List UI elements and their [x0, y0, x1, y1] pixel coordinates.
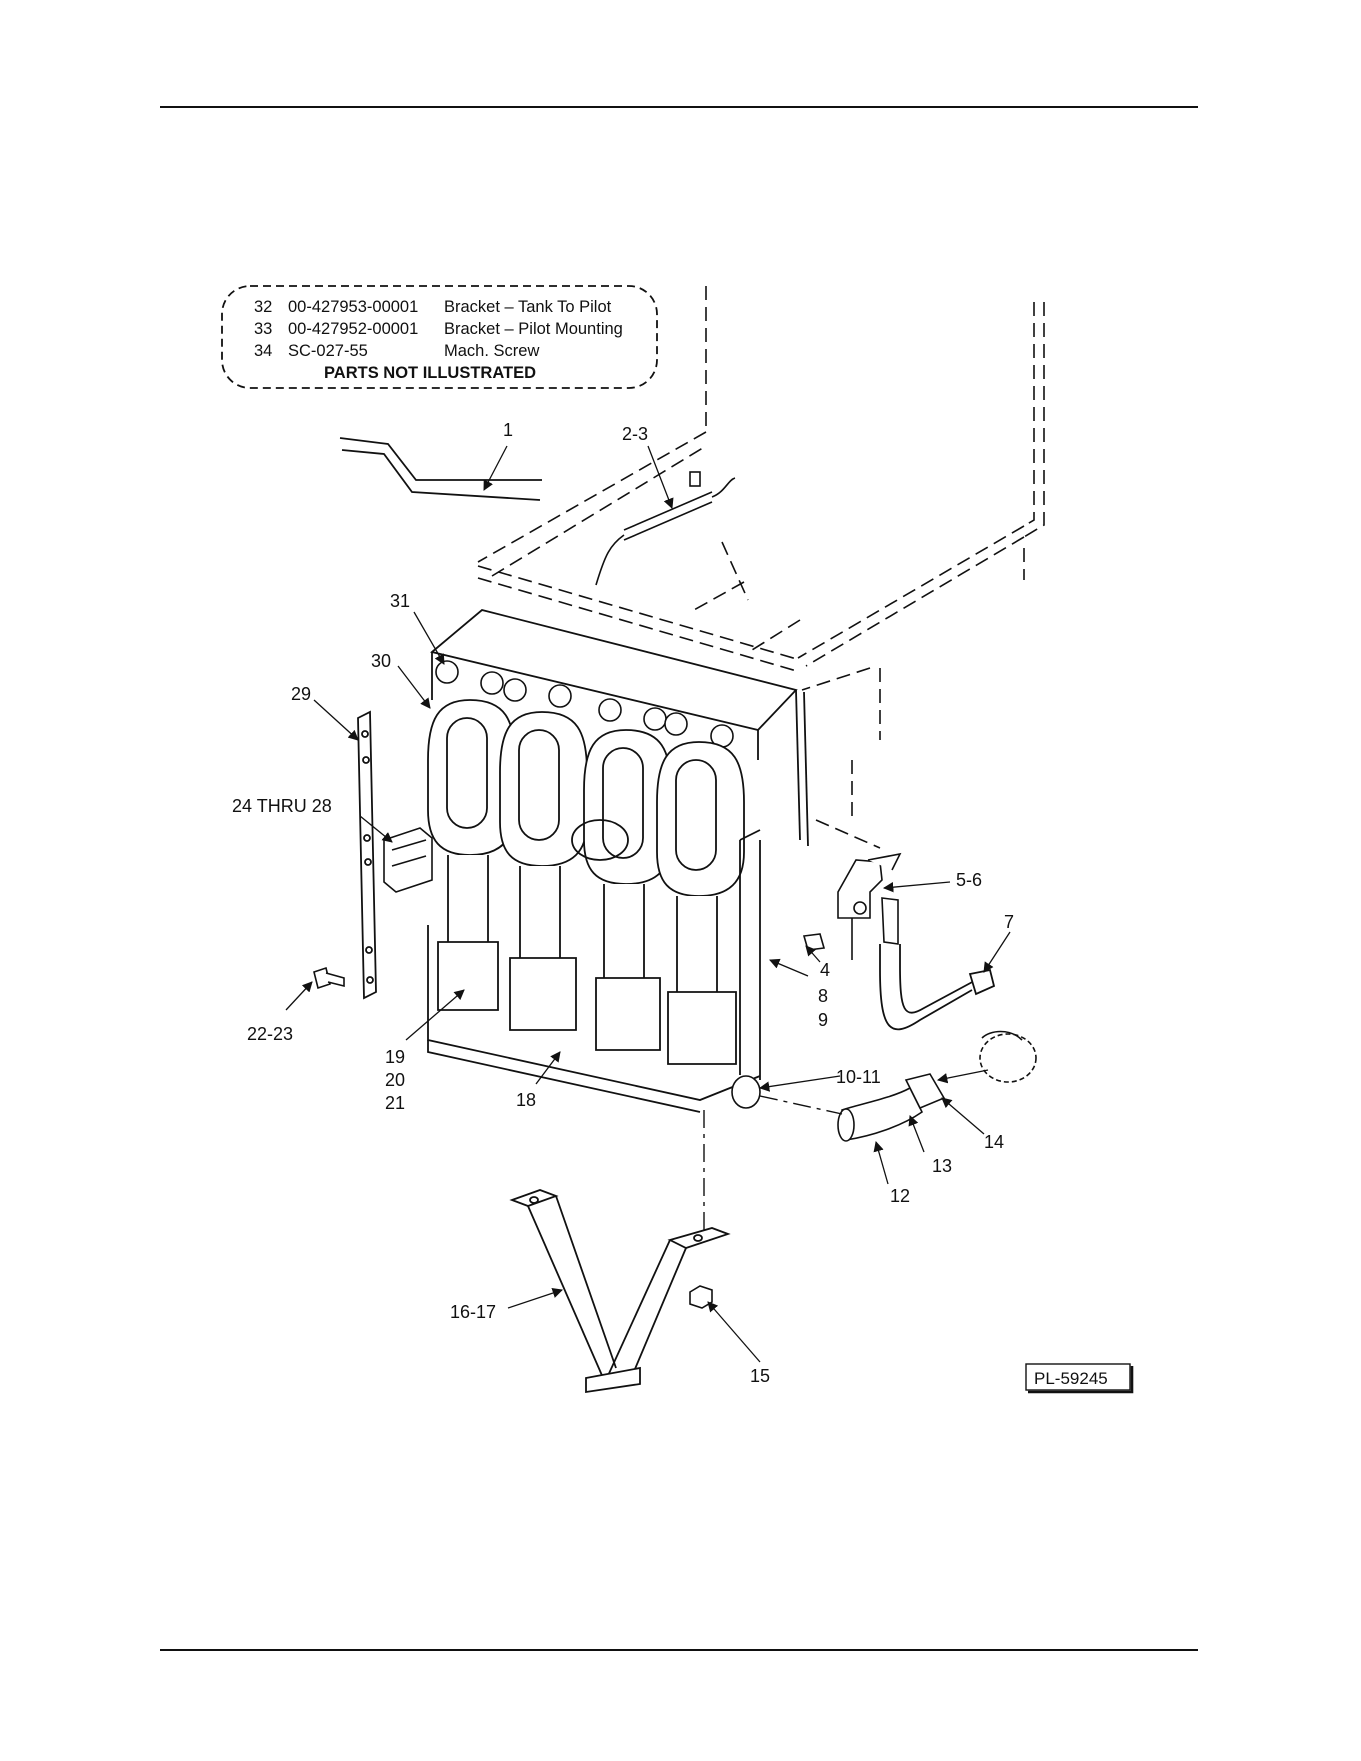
pipe-fittings [732, 1032, 1036, 1142]
junction-box [384, 828, 432, 892]
note-heading: PARTS NOT ILLUSTRATED [324, 364, 536, 382]
callout-24-thru-28: 24 THRU 28 [232, 796, 332, 816]
callout-5-6: 5-6 [956, 870, 982, 890]
callout-14: 14 [984, 1132, 1004, 1152]
hex-nut [690, 1286, 712, 1308]
note-desc-33: Bracket – Pilot Mounting [444, 320, 623, 338]
callout-10-11: 10-11 [836, 1067, 881, 1087]
figure-ref-label: PL-59245 [1034, 1369, 1108, 1388]
side-bracket [358, 712, 376, 998]
callout-16-17: 16-17 [450, 1302, 496, 1322]
pilot-valve [804, 854, 900, 960]
note-desc-32: Bracket – Tank To Pilot [444, 298, 612, 316]
callout-9: 9 [818, 1010, 828, 1030]
callout-21: 21 [385, 1093, 405, 1113]
note-item-33: 33 [254, 320, 272, 338]
burners [428, 700, 744, 1064]
note-desc-34: Mach. Screw [444, 342, 539, 360]
callout-2-3: 2-3 [622, 424, 648, 444]
note-part-33: 00-427952-00001 [288, 320, 418, 338]
callout-18: 18 [516, 1090, 536, 1110]
callout-8: 8 [818, 986, 828, 1006]
callout-31: 31 [390, 591, 410, 611]
callout-15: 15 [750, 1366, 770, 1386]
pipe-centerline [760, 1096, 842, 1114]
note-item-34: 34 [254, 342, 272, 360]
callout-22-23: 22-23 [247, 1024, 293, 1044]
baffle-rod [340, 438, 542, 500]
callout-13: 13 [932, 1156, 952, 1176]
pilot-tube [596, 472, 735, 585]
note-item-32: 32 [254, 298, 272, 316]
callout-4: 4 [820, 960, 830, 980]
callout-7: 7 [1004, 912, 1014, 932]
parts-not-illustrated-note: 32 00-427953-00001 Bracket – Tank To Pil… [222, 286, 657, 388]
leader-lines [286, 446, 1010, 1362]
callout-20: 20 [385, 1070, 405, 1090]
callout-29: 29 [291, 684, 311, 704]
flex-gas-line [880, 944, 994, 1029]
callout-1: 1 [503, 420, 513, 440]
callout-19: 19 [385, 1047, 405, 1067]
callout-30: 30 [371, 651, 391, 671]
callout-12: 12 [890, 1186, 910, 1206]
note-part-32: 00-427953-00001 [288, 298, 418, 316]
note-part-34: SC-027-55 [288, 342, 368, 360]
figure-reference: PL-59245 [1026, 1364, 1132, 1392]
mounting-bolt [314, 968, 344, 988]
